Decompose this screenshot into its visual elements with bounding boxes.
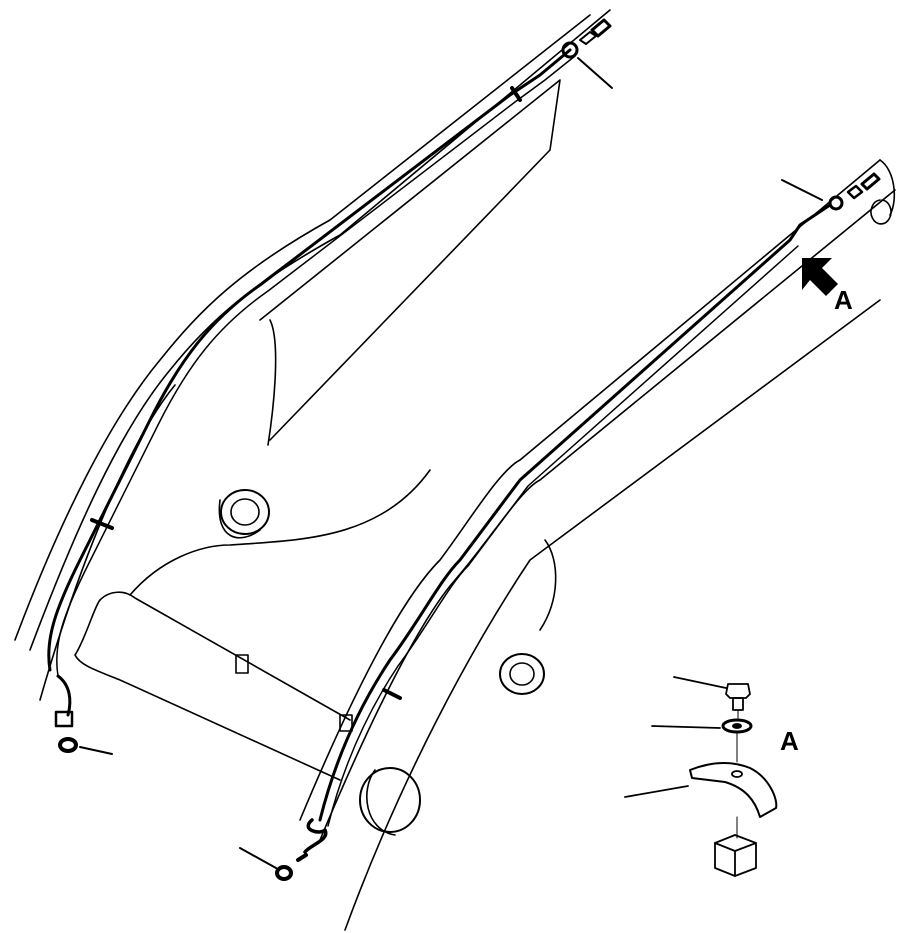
detail-a-title: A <box>780 726 799 756</box>
upper-pipe-fitting-left-arm <box>561 18 613 89</box>
lower-cap-left <box>58 737 78 753</box>
clamp <box>689 762 778 818</box>
block <box>714 834 757 877</box>
right-arm-pipe <box>318 203 832 827</box>
view-marker-label: A <box>834 285 853 315</box>
pipe-clamp-mark <box>510 86 522 102</box>
detail-a-exploded-view <box>624 676 778 877</box>
view-arrow-icon <box>802 258 838 296</box>
pipe-clamp-mark <box>382 688 402 700</box>
pipe-clamp-mark <box>90 518 114 530</box>
leader-line-cap-left <box>79 746 113 755</box>
left-pipe-nut <box>54 710 74 728</box>
boom-cylinder <box>74 591 353 781</box>
upper-pipe-fitting-right-arm <box>781 172 881 211</box>
lower-cap-center <box>239 818 328 881</box>
bolt <box>725 683 751 699</box>
left-arm-pipe <box>47 48 576 717</box>
